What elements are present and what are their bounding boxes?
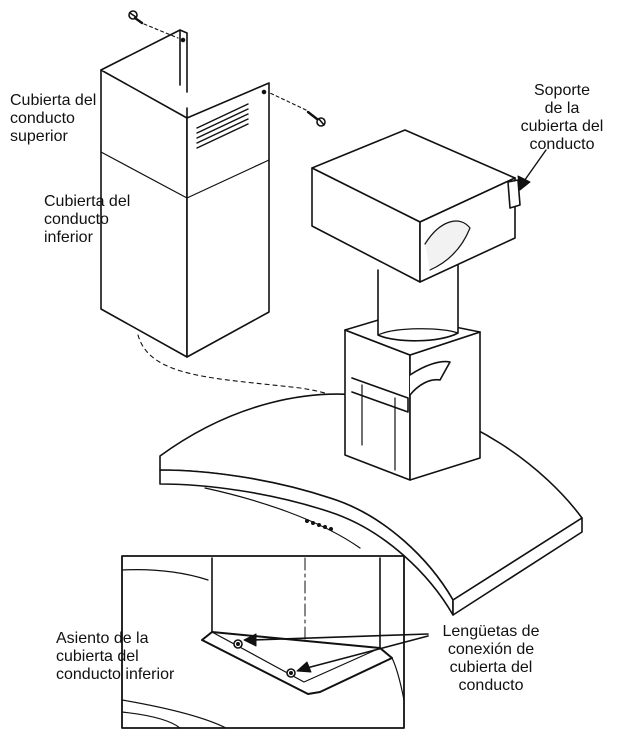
duct-cover-assembly [100,29,270,358]
duct-cover-support [311,129,521,283]
tab-pointer-arrows [243,633,429,673]
duct-cover-right-face [186,82,270,358]
screw-icon [128,10,144,25]
control-buttons [305,519,333,531]
canopy-right-edge [452,517,583,616]
screw-guide-line [269,92,307,111]
housing-right-face [409,331,481,481]
label-connection-tabs: Lengüetas de conexión de cubierta del co… [442,623,540,694]
screw-guide-line [143,23,179,39]
label-upper-duct-cover: Cubierta del conducto superior [10,92,97,145]
bracket-tab [507,179,521,209]
duct-pipe [377,264,459,342]
screw-icon [306,110,326,127]
inset-detail [121,555,405,729]
label-lower-duct-cover: Cubierta del conducto inferior [44,193,131,246]
label-duct-cover-support: Soporte de la cubierta del conducto [520,82,604,153]
cover-split-line [100,151,188,199]
label-lower-cover-seat: Asiento de la cubierta del conducto infe… [56,630,175,683]
cover-placement-path [137,334,379,441]
upper-cover-back-panel [100,29,188,93]
cover-vent-slots [196,103,249,149]
bracket-pointer-arrow [521,149,547,185]
